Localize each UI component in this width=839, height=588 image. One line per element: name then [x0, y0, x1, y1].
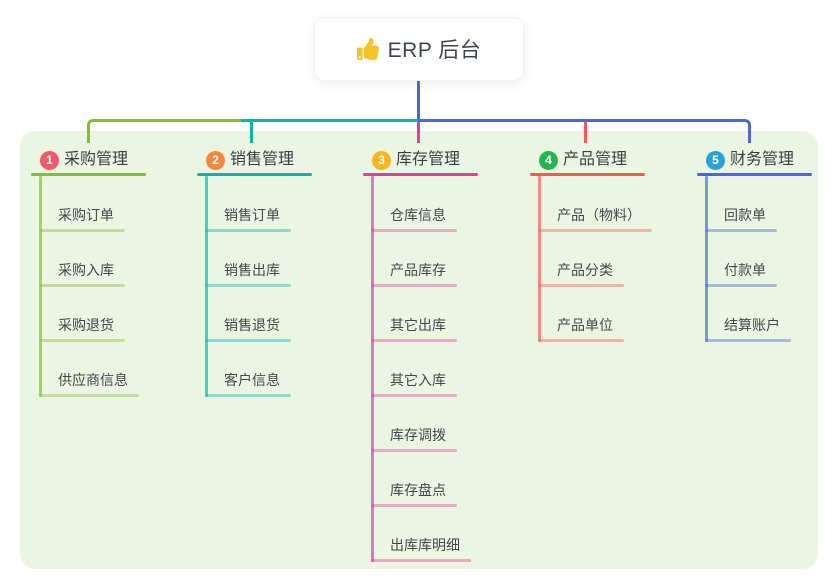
child-underline [371, 229, 457, 232]
root-node[interactable]: ERP 后台 [314, 17, 524, 81]
child-connector-line [39, 176, 42, 397]
child-underline [371, 339, 457, 342]
child-node[interactable]: 库存调拨 [390, 427, 446, 443]
child-node[interactable]: 产品（物料） [557, 207, 641, 223]
branch-connector-line-5 [418, 119, 751, 143]
child-node[interactable]: 仓库信息 [390, 207, 446, 223]
child-node[interactable]: 付款单 [724, 262, 766, 278]
child-underline [205, 339, 291, 342]
child-node[interactable]: 销售退货 [224, 317, 280, 333]
child-underline [705, 284, 777, 287]
branch-number-badge: 1 [40, 151, 59, 170]
child-underline [205, 394, 291, 397]
child-underline [39, 394, 139, 397]
child-node[interactable]: 出库库明细 [390, 537, 460, 553]
child-connector-line [538, 176, 541, 342]
mindmap-panel [20, 131, 818, 569]
child-underline [371, 449, 457, 452]
child-node[interactable]: 库存盘点 [390, 482, 446, 498]
branch-finance-management[interactable]: 财务管理 [730, 151, 795, 168]
child-node[interactable]: 产品单位 [557, 317, 613, 333]
branch-number-badge: 2 [206, 151, 225, 170]
child-underline [538, 229, 652, 232]
child-connector-line [371, 176, 374, 562]
root-title: ERP 后台 [387, 39, 482, 62]
child-underline [705, 229, 777, 232]
child-underline [39, 339, 125, 342]
child-node[interactable]: 销售出库 [224, 262, 280, 278]
child-underline [538, 284, 624, 287]
child-underline [538, 339, 624, 342]
branch-purchase-management[interactable]: 采购管理 [64, 151, 129, 168]
child-underline [371, 284, 457, 287]
branch-sales-management[interactable]: 销售管理 [230, 151, 295, 168]
branch-underline [197, 173, 312, 176]
child-underline [371, 559, 471, 562]
child-node[interactable]: 其它出库 [390, 317, 446, 333]
root-connector-line [417, 81, 420, 122]
branch-connector-line-2 [241, 119, 418, 122]
branch-connector-drop-3 [417, 122, 420, 143]
child-node[interactable]: 采购退货 [58, 317, 114, 333]
branch-number-badge: 4 [539, 151, 558, 170]
branch-product-management[interactable]: 产品管理 [563, 151, 628, 168]
child-node[interactable]: 采购订单 [58, 207, 114, 223]
thumbs-up-icon [356, 38, 379, 60]
branch-underline [363, 173, 478, 176]
child-node[interactable]: 采购入库 [58, 262, 114, 278]
child-underline [371, 394, 457, 397]
branch-number-badge: 5 [706, 151, 725, 170]
child-underline [705, 339, 791, 342]
child-connector-line [205, 176, 208, 397]
child-underline [205, 229, 291, 232]
branch-inventory-management[interactable]: 库存管理 [396, 151, 461, 168]
child-connector-line [705, 176, 708, 342]
branch-connector-drop-2 [250, 121, 253, 143]
child-node[interactable]: 供应商信息 [58, 372, 128, 388]
branch-connector-line-1 [87, 119, 241, 143]
child-node[interactable]: 销售订单 [224, 207, 280, 223]
child-node[interactable]: 结算账户 [724, 317, 780, 333]
child-underline [39, 284, 125, 287]
child-node[interactable]: 回款单 [724, 207, 766, 223]
child-node[interactable]: 其它入库 [390, 372, 446, 388]
branch-underline [697, 173, 812, 176]
child-underline [371, 504, 457, 507]
branch-connector-drop-4 [584, 122, 587, 143]
branch-underline [530, 173, 645, 176]
child-underline [39, 229, 125, 232]
child-node[interactable]: 产品分类 [557, 262, 613, 278]
child-node[interactable]: 客户信息 [224, 372, 280, 388]
branch-underline [31, 173, 146, 176]
branch-number-badge: 3 [372, 151, 391, 170]
child-underline [205, 284, 291, 287]
child-node[interactable]: 产品库存 [390, 262, 446, 278]
